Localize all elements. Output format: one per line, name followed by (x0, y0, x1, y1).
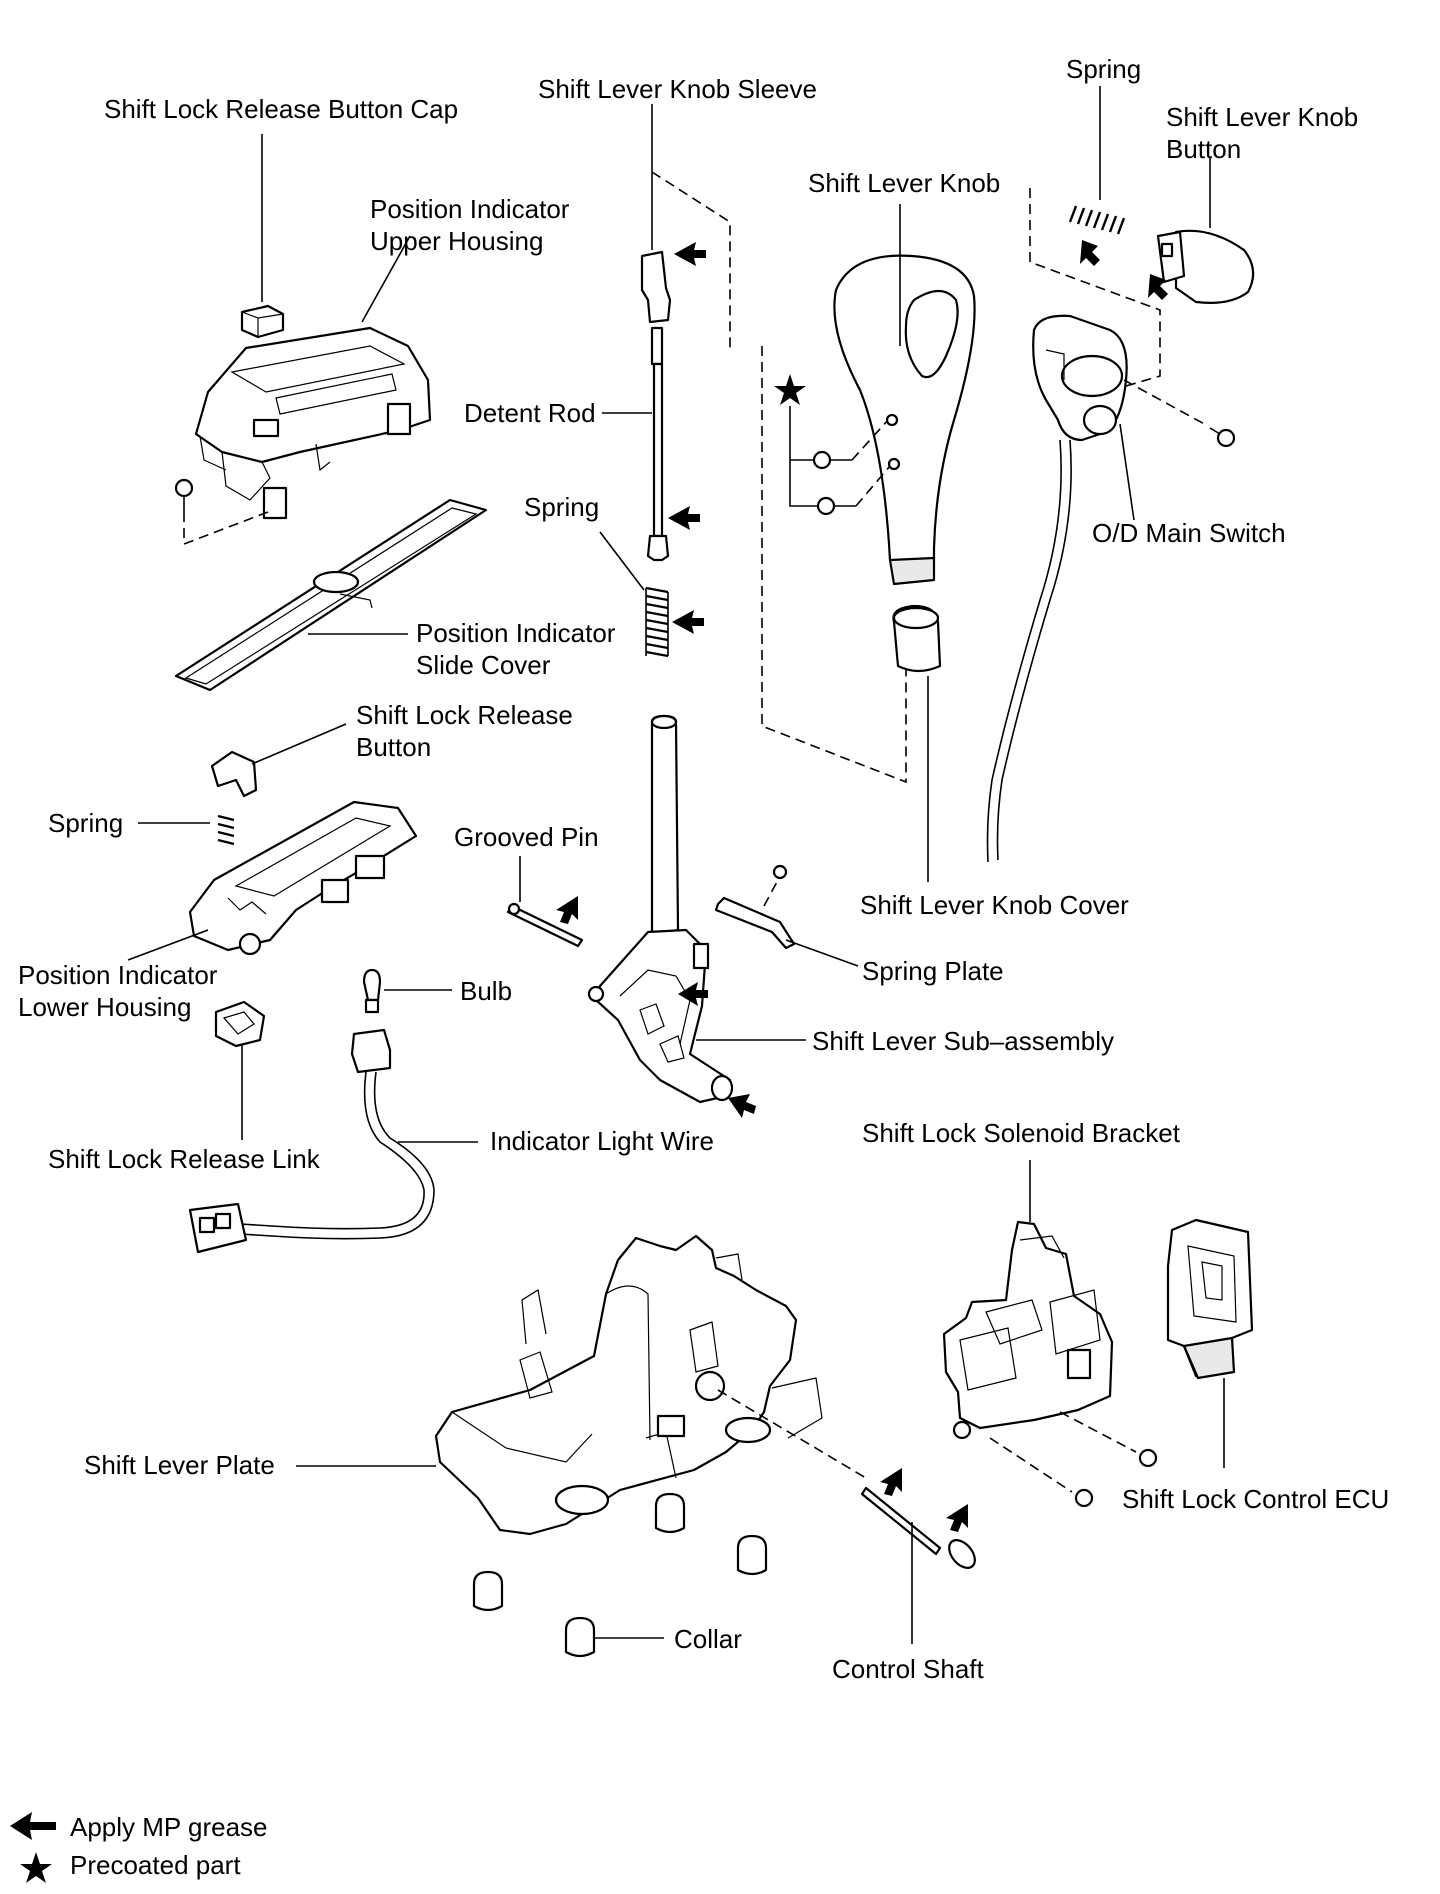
label-shift-lever-plate: Shift Lever Plate (84, 1450, 275, 1480)
label-spring-detent: Spring (524, 492, 599, 522)
label-indicator-light-wire: Indicator Light Wire (490, 1126, 714, 1156)
label-collar: Collar (674, 1624, 742, 1654)
label-shift-lock-release-button-line2: Button (356, 732, 431, 762)
label-position-indicator-upper-housing-line2: Upper Housing (370, 226, 543, 256)
grooved-pin (506, 902, 584, 948)
label-position-indicator-upper-housing-line1: Position Indicator (370, 194, 570, 224)
od-main-switch (1032, 314, 1128, 442)
grease-arrow-icon (10, 1812, 56, 1840)
position-indicator-lower-housing (188, 800, 418, 956)
shift-lock-solenoid-bracket (942, 1220, 1114, 1440)
position-indicator-slide-cover (174, 498, 488, 692)
grease-arrow (674, 242, 706, 266)
label-shift-lever-knob-cover: Shift Lever Knob Cover (860, 890, 1129, 920)
grease-arrow (728, 1094, 756, 1118)
legend-precoated: Precoated part (70, 1850, 241, 1880)
collar (472, 1492, 768, 1658)
detent-rod (646, 326, 670, 562)
shift-lever-knob-sleeve (640, 250, 672, 324)
shift-lever-knob (833, 254, 976, 586)
position-indicator-upper-housing (194, 326, 432, 520)
label-shift-lock-release-button-cap: Shift Lock Release Button Cap (104, 94, 458, 124)
shift-lock-release-button (210, 750, 258, 798)
label-shift-lever-knob-sleeve: Shift Lever Knob Sleeve (538, 74, 817, 104)
grease-arrow (678, 982, 708, 1006)
bulb (362, 968, 382, 1014)
spring-top (1068, 205, 1126, 235)
label-od-main-switch: O/D Main Switch (1092, 518, 1286, 548)
label-shift-lock-release-link: Shift Lock Release Link (48, 1144, 321, 1174)
screw (174, 478, 194, 522)
label-shift-lever-knob-button-line2: Button (1166, 134, 1241, 164)
screw (1209, 427, 1236, 448)
label-shift-lever-knob: Shift Lever Knob (808, 168, 1000, 198)
label-control-shaft: Control Shaft (832, 1654, 985, 1684)
grease-arrow (556, 896, 578, 924)
legend-grease: Apply MP grease (70, 1812, 268, 1842)
shift-lock-release-link (214, 1000, 266, 1048)
spring-plate (714, 864, 796, 950)
label-position-indicator-slide-cover-line1: Position Indicator (416, 618, 616, 648)
shift-lock-control-ecu (1166, 1218, 1254, 1380)
label-shift-lock-control-ecu: Shift Lock Control ECU (1122, 1484, 1389, 1514)
label-spring-plate: Spring Plate (862, 956, 1004, 986)
grease-arrow (946, 1504, 968, 1532)
label-shift-lock-release-button-line1: Shift Lock Release (356, 700, 573, 730)
label-grooved-pin: Grooved Pin (454, 822, 599, 852)
label-position-indicator-lower-housing-line1: Position Indicator (18, 960, 218, 990)
shift-lever-knob-button (1156, 229, 1255, 304)
grease-arrow (1148, 274, 1168, 300)
spring-detent (645, 586, 669, 658)
precoated-star-icon (20, 1852, 52, 1883)
shift-lever-plate (434, 1234, 823, 1536)
grease-arrow (668, 506, 700, 530)
label-position-indicator-slide-cover-line2: Slide Cover (416, 650, 551, 680)
label-shift-lever-sub-assembly: Shift Lever Sub–assembly (812, 1026, 1114, 1056)
label-position-indicator-lower-housing-line2: Lower Housing (18, 992, 191, 1022)
label-shift-lock-solenoid-bracket: Shift Lock Solenoid Bracket (862, 1118, 1181, 1148)
label-bulb: Bulb (460, 976, 512, 1006)
shift-lever-knob-cover (892, 604, 942, 673)
grease-arrow (880, 1468, 902, 1496)
indicator-light-wire (188, 1028, 435, 1254)
shift-lever-sub-assembly (587, 714, 734, 1104)
spring-left (217, 814, 235, 846)
label-shift-lever-knob-button-line1: Shift Lever Knob (1166, 102, 1358, 132)
screw (816, 496, 856, 516)
screw (1074, 1448, 1158, 1508)
grease-arrow (672, 610, 704, 634)
screw (812, 450, 852, 470)
control-shaft (860, 1486, 976, 1569)
label-detent-rod: Detent Rod (464, 398, 596, 428)
label-spring-top: Spring (1066, 54, 1141, 84)
precoated-star (774, 374, 806, 405)
legend: Apply MP grease Precoated part (10, 1812, 268, 1883)
shift-lock-release-button-cap (240, 304, 285, 339)
label-spring-left: Spring (48, 808, 123, 838)
grease-arrow (1080, 240, 1100, 266)
